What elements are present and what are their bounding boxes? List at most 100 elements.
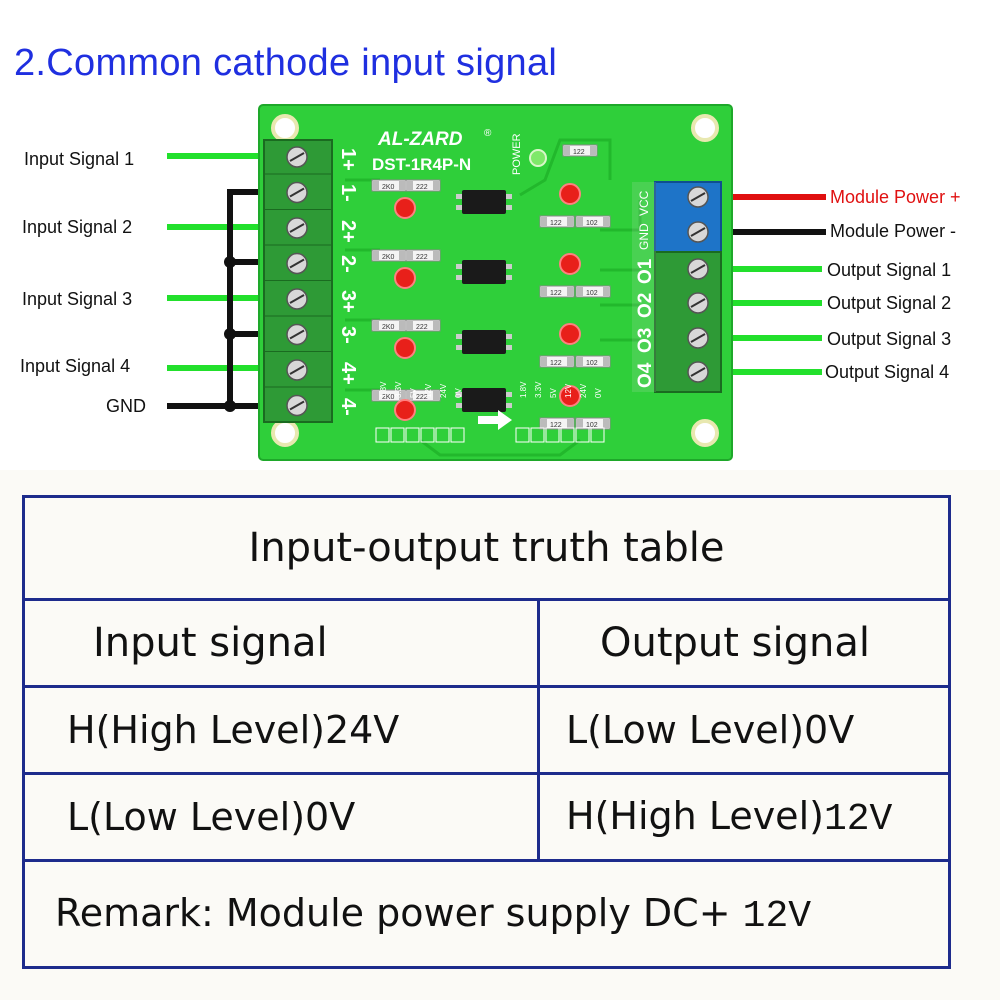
voltage-pad xyxy=(450,427,465,443)
input-terminal-labels: 1+ 1- 2+ 2- 3+ 3- 4+ 4- xyxy=(337,148,359,416)
table-row: L(Low Level)0V H(High Level)12V xyxy=(22,772,951,862)
terminal-label-o2: O2 xyxy=(635,293,656,318)
gnd-label: GND xyxy=(106,396,146,416)
terminal-label-1p: 1+ xyxy=(337,148,359,171)
voltage-option-label: 5V xyxy=(409,388,418,398)
terminal-label-4m: 4- xyxy=(337,398,359,416)
terminal-label-3m: 3- xyxy=(337,326,359,344)
red-led xyxy=(559,183,581,205)
red-led xyxy=(394,337,416,359)
board-diagram: Input Signal 1 Input Signal 2 Input Sign… xyxy=(0,100,1000,470)
brand-mark: ® xyxy=(484,128,492,139)
model-label: DST-1R4P-N xyxy=(372,155,471,174)
output-screw xyxy=(687,361,709,383)
output-screw xyxy=(687,292,709,314)
output-signal-4-label: Output Signal 4 xyxy=(825,362,950,382)
svg-text:102: 102 xyxy=(586,220,598,227)
voltage-pad xyxy=(545,427,560,443)
row1-input-value: 24V xyxy=(324,708,400,752)
terminal-label-4p: 4+ xyxy=(337,362,359,385)
terminal-label-o1: O1 xyxy=(635,258,656,284)
resistor: 122 xyxy=(562,144,598,157)
truth-table-section: Input-output truth table Input signal Ou… xyxy=(0,470,1000,1000)
voltage-pad xyxy=(515,427,530,443)
voltage-pad xyxy=(375,427,390,443)
output-terminal-labels: GND VCC O1 O2 O3 O4 xyxy=(635,190,656,388)
resistor: 222 xyxy=(405,319,441,332)
input-screw xyxy=(286,394,308,417)
power-led xyxy=(529,149,547,167)
svg-text:222: 222 xyxy=(416,184,428,191)
remark-value: 12V xyxy=(742,894,812,938)
terminal-label-gnd: GND xyxy=(637,223,651,250)
input-wires xyxy=(167,153,262,412)
resistor: 102 xyxy=(575,355,611,368)
row2-input: L(Low Level)0V xyxy=(22,772,540,862)
resistor: 122 xyxy=(539,355,575,368)
resistor: 222 xyxy=(405,389,441,402)
svg-text:2K0: 2K0 xyxy=(382,394,395,401)
svg-text:2K0: 2K0 xyxy=(382,324,395,331)
input-screw xyxy=(286,288,308,310)
svg-text:122: 122 xyxy=(550,360,562,367)
input-terminal-block xyxy=(263,139,333,423)
voltage-option-label: 1.8V xyxy=(379,381,388,398)
module-power-minus-label: Module Power - xyxy=(830,221,957,241)
output-signal-1-label: Output Signal 1 xyxy=(827,260,952,280)
output-signal-2-label: Output Signal 2 xyxy=(827,293,952,313)
row1-input: H(High Level)24V xyxy=(22,685,540,775)
module-power-plus-label: Module Power + xyxy=(830,187,961,207)
row1-output-value: 0V xyxy=(804,708,855,752)
terminal-label-o4: O4 xyxy=(635,362,656,388)
terminal-label-2m: 2- xyxy=(337,255,359,273)
svg-text:102: 102 xyxy=(586,290,598,297)
direction-arrow xyxy=(478,410,512,430)
terminal-label-3p: 3+ xyxy=(337,290,359,313)
truth-table: Input-output truth table Input signal Ou… xyxy=(22,495,951,969)
row1-input-level: H(High Level) xyxy=(67,708,325,752)
red-led xyxy=(559,253,581,275)
pcb-svg: 1+ 1- 2+ 2- 3+ 3- 4+ 4- AL-ZARD ® DST-1R… xyxy=(167,104,826,461)
voltage-option-label: 12V xyxy=(424,383,433,398)
voltage-option-label: 3.3V xyxy=(394,381,403,398)
svg-text:222: 222 xyxy=(416,394,428,401)
svg-text:2K0: 2K0 xyxy=(382,184,395,191)
output-wires xyxy=(720,194,826,375)
svg-text:102: 102 xyxy=(586,360,598,367)
input-signal-4-label: Input Signal 4 xyxy=(20,356,131,376)
resistor: 2K0 xyxy=(371,249,407,262)
resistor: 122 xyxy=(539,285,575,298)
resistor: 222 xyxy=(405,249,441,262)
output-screw xyxy=(687,186,709,208)
row2-input-value: 0V xyxy=(305,795,356,839)
remark: Remark: Module power supply DC+ 12V xyxy=(22,859,951,969)
output-screw xyxy=(687,221,709,243)
header-output: Output signal xyxy=(537,598,951,688)
voltage-option-label: 3.3V xyxy=(534,381,543,398)
resistor: 122 xyxy=(539,215,575,228)
resistor: 102 xyxy=(575,285,611,298)
resistor: 2K0 xyxy=(371,319,407,332)
output-terminal-block xyxy=(632,181,722,393)
svg-text:222: 222 xyxy=(416,324,428,331)
voltage-option-label: 5V xyxy=(549,388,558,398)
red-led xyxy=(559,385,581,407)
svg-text:222: 222 xyxy=(416,254,428,261)
voltage-pad xyxy=(575,427,590,443)
red-led xyxy=(559,323,581,345)
output-screw xyxy=(687,258,709,280)
voltage-pad xyxy=(405,427,420,443)
input-signal-1-label: Input Signal 1 xyxy=(24,149,135,169)
voltage-option-label: 12V xyxy=(564,383,573,398)
resistor: 102 xyxy=(575,215,611,228)
optocoupler xyxy=(456,260,512,284)
output-screw xyxy=(687,327,709,349)
red-led xyxy=(394,267,416,289)
input-signal-2-label: Input Signal 2 xyxy=(22,217,133,237)
voltage-option-label: 1.8V xyxy=(519,381,528,398)
input-signal-3-label: Input Signal 3 xyxy=(22,289,133,309)
remark-text: Remark: Module power supply DC+ xyxy=(55,890,731,935)
svg-text:2K0: 2K0 xyxy=(382,254,395,261)
header-input: Input signal xyxy=(22,598,540,688)
